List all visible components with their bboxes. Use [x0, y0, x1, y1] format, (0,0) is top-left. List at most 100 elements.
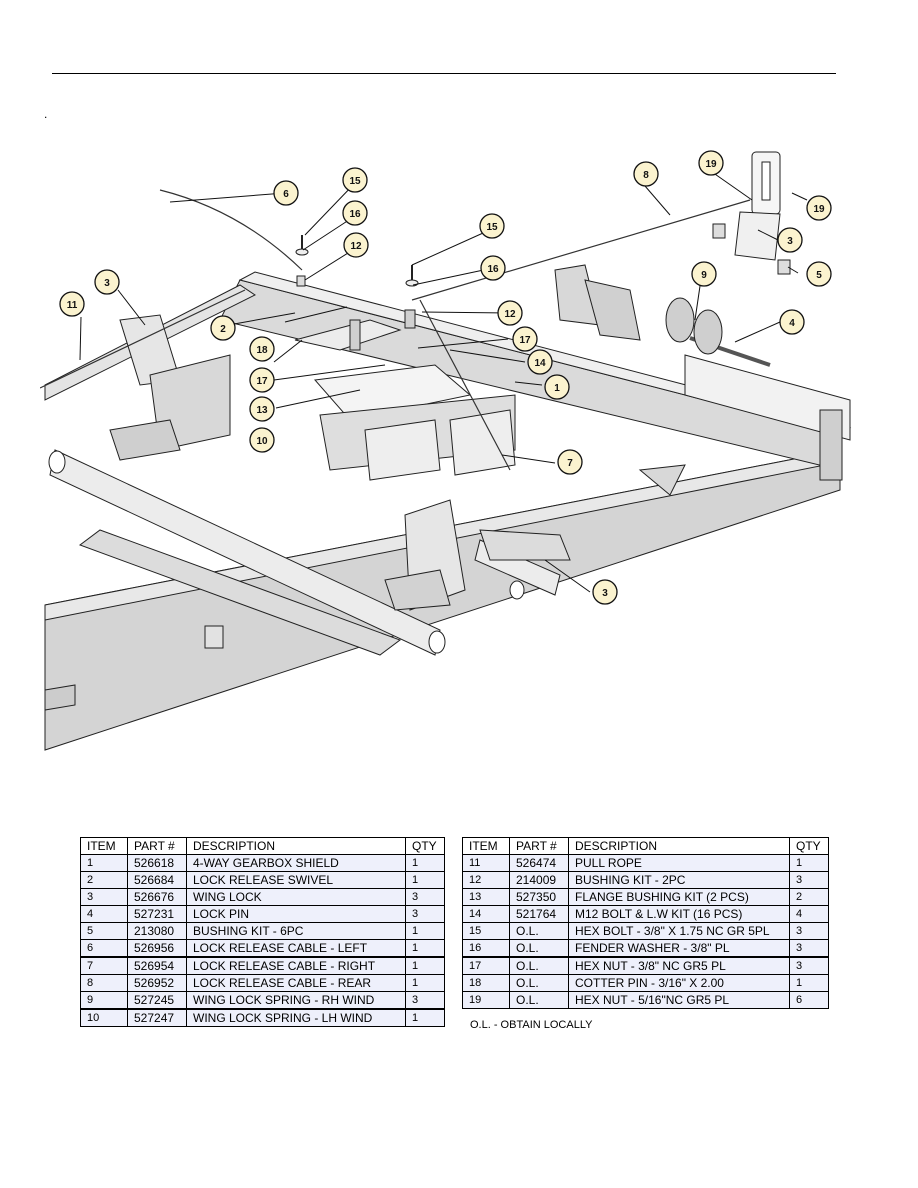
- callout-19a: 19: [698, 150, 724, 176]
- item-cell: 15: [462, 922, 510, 940]
- callout-bubbles: 1 2 3 3 3 4 5 6 7 8 9 10 11 12 12 13 14 …: [59, 150, 832, 605]
- col-item-header: ITEM: [462, 837, 510, 855]
- svg-text:2: 2: [220, 324, 226, 335]
- description-cell: FENDER WASHER - 3/8" PL: [568, 939, 790, 958]
- svg-text:12: 12: [504, 309, 516, 320]
- part-cell: O.L.: [509, 956, 569, 975]
- svg-text:9: 9: [701, 270, 707, 281]
- callout-12b: 12: [497, 300, 523, 326]
- item-cell: 11: [462, 854, 510, 872]
- item-cell: 8: [80, 974, 128, 992]
- svg-text:7: 7: [567, 458, 573, 469]
- qty-cell: 3: [789, 922, 829, 940]
- description-cell: FLANGE BUSHING KIT (2 PCS): [568, 888, 790, 906]
- cable-rear: [411, 199, 751, 301]
- description-cell: LOCK RELEASE CABLE - LEFT: [186, 939, 406, 958]
- qty-cell: 3: [789, 956, 829, 975]
- description-cell: BUSHING KIT - 2PC: [568, 871, 790, 889]
- svg-text:13: 13: [256, 405, 268, 416]
- callout-17a: 17: [249, 367, 275, 393]
- callout-3c: 3: [592, 579, 618, 605]
- svg-text:16: 16: [349, 209, 361, 220]
- callout-9: 9: [691, 261, 717, 287]
- mounting-plate: [684, 354, 851, 441]
- description-cell: PULL ROPE: [568, 854, 790, 872]
- callout-1: 1: [544, 374, 570, 400]
- svg-text:19: 19: [705, 159, 717, 170]
- qty-cell: 3: [405, 991, 445, 1010]
- item-cell: 4: [80, 905, 128, 923]
- part-cell: 213080: [127, 922, 187, 940]
- item-cell: 18: [462, 974, 510, 992]
- description-cell: HEX NUT - 5/16"NC GR5 PL: [568, 991, 790, 1009]
- callout-3a: 3: [94, 269, 120, 295]
- qty-cell: 3: [789, 939, 829, 958]
- table-header-row: ITEM PART # DESCRIPTION QTY: [80, 837, 445, 855]
- loose-bushing: [204, 625, 224, 649]
- cable-right: [419, 299, 511, 471]
- part-cell: 527245: [127, 991, 187, 1010]
- part-cell: O.L.: [509, 974, 569, 992]
- part-cell: 526684: [127, 871, 187, 889]
- callout-15b: 15: [479, 213, 505, 239]
- svg-text:12: 12: [350, 241, 362, 252]
- part-cell: 527247: [127, 1008, 187, 1027]
- part-cell: 521764: [509, 905, 569, 923]
- part-cell: 526676: [127, 888, 187, 906]
- qty-cell: 3: [405, 888, 445, 906]
- item-cell: 13: [462, 888, 510, 906]
- callout-6: 6: [273, 180, 299, 206]
- part-cell: 526618: [127, 854, 187, 872]
- description-cell: BUSHING KIT - 6PC: [186, 922, 406, 940]
- page-marker: .: [44, 107, 48, 121]
- header-rule: [52, 73, 836, 74]
- item-cell: 1: [80, 854, 128, 872]
- callout-8: 8: [633, 161, 659, 187]
- description-cell: HEX BOLT - 3/8" X 1.75 NC GR 5PL: [568, 922, 790, 940]
- description-cell: M12 BOLT & L.W KIT (16 PCS): [568, 905, 790, 923]
- part-cell: 526952: [127, 974, 187, 992]
- callout-16a: 16: [342, 200, 368, 226]
- description-cell: LOCK RELEASE CABLE - REAR: [186, 974, 406, 992]
- item-cell: 9: [80, 991, 128, 1010]
- description-cell: 4-WAY GEARBOX SHIELD: [186, 854, 406, 872]
- svg-text:14: 14: [534, 358, 546, 369]
- description-cell: LOCK PIN: [186, 905, 406, 923]
- qty-cell: 1: [405, 854, 445, 872]
- exploded-parts-diagram: 1 2 3 3 3 4 5 6 7 8 9 10 11 12 12 13 14 …: [40, 150, 852, 751]
- svg-text:18: 18: [256, 345, 268, 356]
- frame-drawing: [44, 151, 852, 751]
- qty-cell: 6: [789, 991, 829, 1009]
- item-cell: 19: [462, 991, 510, 1009]
- qty-cell: 1: [789, 854, 829, 872]
- qty-cell: 1: [405, 956, 445, 975]
- part-cell: O.L.: [509, 922, 569, 940]
- item-cell: 2: [80, 871, 128, 889]
- qty-cell: 1: [405, 939, 445, 958]
- qty-cell: 4: [789, 905, 829, 923]
- qty-cell: 3: [405, 905, 445, 923]
- svg-text:8: 8: [643, 170, 649, 181]
- svg-text:4: 4: [789, 318, 795, 329]
- description-cell: WING LOCK SPRING - LH WIND: [186, 1008, 406, 1027]
- cables: [40, 189, 751, 471]
- callout-4: 4: [779, 309, 805, 335]
- callout-10: 10: [249, 427, 275, 453]
- svg-text:10: 10: [256, 436, 268, 447]
- description-cell: LOCK RELEASE CABLE - RIGHT: [186, 956, 406, 975]
- svg-text:17: 17: [519, 335, 531, 346]
- qty-cell: 2: [789, 888, 829, 906]
